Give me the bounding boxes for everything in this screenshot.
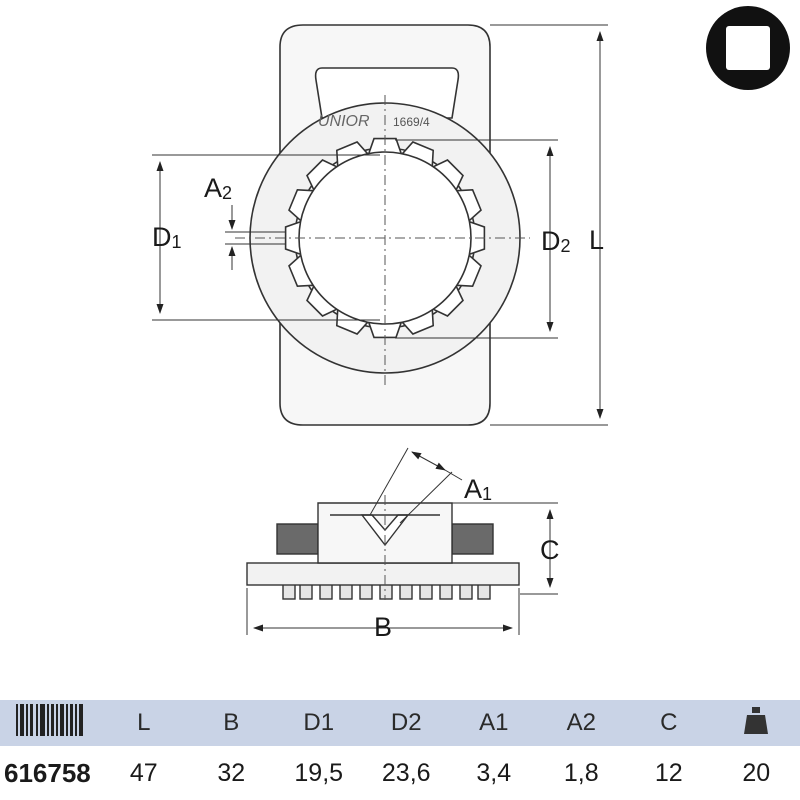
col-header-c: C	[625, 700, 713, 746]
dimension-d2	[395, 139, 558, 339]
col-header-b: B	[187, 700, 275, 746]
value-c: 12	[654, 758, 683, 787]
square-drive-icon	[706, 6, 790, 90]
value-a1: 3,4	[476, 758, 512, 787]
col-header-d2: D2	[362, 700, 450, 746]
handle-slot	[314, 67, 460, 119]
label-a1: A1	[464, 474, 492, 504]
side-pin-left	[276, 523, 319, 555]
label-a2: A2	[204, 173, 232, 203]
dimension-b	[246, 588, 520, 635]
value-l: 47	[129, 758, 158, 787]
col-header-l: L	[100, 700, 188, 746]
value-weight: 20	[742, 758, 771, 787]
label-d2: D2	[541, 226, 571, 256]
dimension-a1	[369, 447, 463, 524]
label-b: B	[374, 612, 392, 642]
value-a2: 1,8	[563, 758, 599, 787]
side-base-plate	[246, 562, 520, 586]
dimension-a2	[225, 205, 285, 270]
brand-marking: UNIOR	[318, 113, 370, 130]
value-d2: 23,6	[381, 758, 431, 787]
spec-table: L B D1 D2 A1 A2 C 616758 47 32 19,5 23,6…	[0, 700, 800, 800]
technical-drawing: UNIOR 1669/4 D1 D2 L A2	[152, 6, 790, 642]
barcode-icon	[0, 700, 100, 746]
value-b: 32	[217, 758, 246, 787]
table-row: 616758 47 32 19,5 23,6 3,4 1,8 12 20	[0, 746, 800, 800]
col-header-a1: A1	[450, 700, 538, 746]
dimension-l	[490, 24, 608, 426]
product-code: 616758	[4, 757, 91, 788]
model-marking: 1669/4	[393, 115, 430, 129]
col-header-d1: D1	[275, 700, 363, 746]
col-header-a2: A2	[537, 700, 625, 746]
dimension-c	[452, 502, 558, 595]
label-c: C	[540, 535, 560, 565]
value-d1: 19,5	[294, 758, 344, 787]
side-pin-right	[451, 523, 494, 555]
dimension-d1	[152, 154, 380, 321]
weight-icon	[712, 700, 800, 746]
spec-header-row: L B D1 D2 A1 A2 C	[0, 700, 800, 746]
label-l: L	[589, 225, 604, 255]
tool-side-view	[246, 502, 520, 600]
label-d1: D1	[152, 222, 182, 252]
